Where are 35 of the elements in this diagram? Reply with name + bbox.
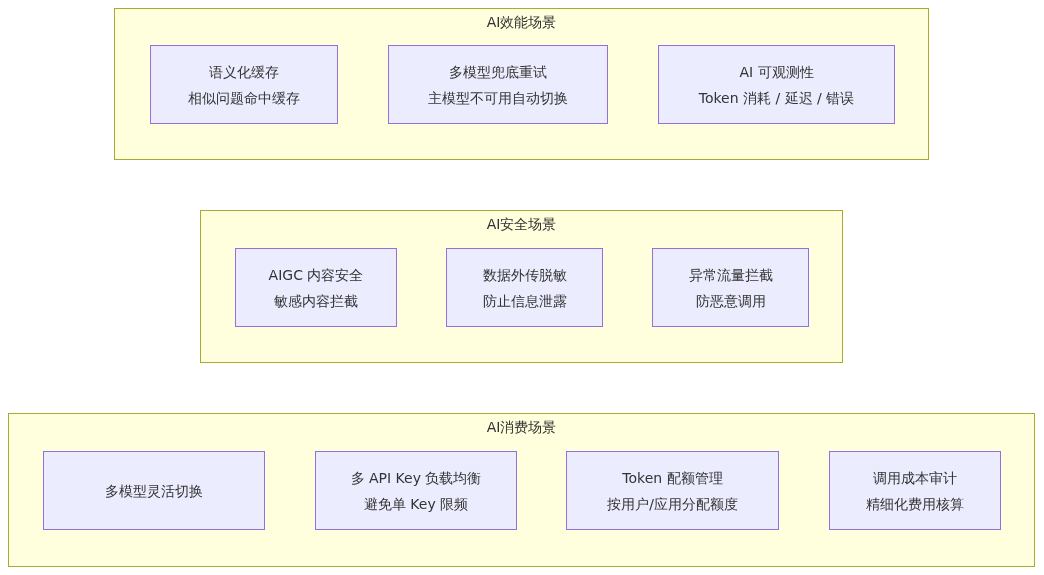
process-box (43, 451, 265, 530)
process-box (150, 45, 338, 124)
group-title: AI效能场景 (485, 14, 558, 32)
box-text: 敏感内容拦截 (274, 291, 358, 311)
process-box (652, 248, 809, 327)
box-text: AIGC 内容安全 (268, 265, 364, 285)
group-panel (114, 8, 929, 160)
box-text: 异常流量拦截 (688, 265, 773, 285)
box-text: Token 消耗 / 延迟 / 错误 (698, 88, 855, 108)
group-panel (8, 413, 1035, 567)
box-text: 精细化费用核算 (866, 494, 964, 514)
box-text: 调用成本审计 (873, 468, 957, 488)
box-text: 语义化缓存 (209, 62, 279, 82)
process-box (658, 45, 895, 124)
process-box (566, 451, 779, 530)
group-panel (200, 210, 843, 363)
box-text: 相似问题命中缓存 (188, 88, 300, 108)
process-box (388, 45, 608, 124)
process-box (315, 451, 517, 530)
process-box (829, 451, 1001, 530)
box-text: 主模型不可用自动切换 (428, 88, 568, 108)
box-text: 防恶意调用 (695, 291, 766, 311)
box-text: 多 API Key 负载均衡 (350, 468, 482, 488)
process-box (446, 248, 603, 327)
box-text: 按用户/应用分配额度 (607, 494, 738, 514)
box-text: 数据外传脱敏 (482, 265, 567, 285)
box-text: Token 配额管理 (622, 468, 723, 488)
box-text: 防止信息泄露 (482, 291, 567, 311)
group-title: AI消费场景 (485, 419, 558, 437)
box-text: 避免单 Key 限频 (363, 494, 469, 514)
box-text: AI 可观测性 (739, 62, 814, 82)
box-text: 多模型兜底重试 (449, 62, 547, 82)
group-title: AI安全场景 (485, 216, 558, 234)
box-text: 多模型灵活切换 (105, 481, 203, 501)
process-box (235, 248, 397, 327)
